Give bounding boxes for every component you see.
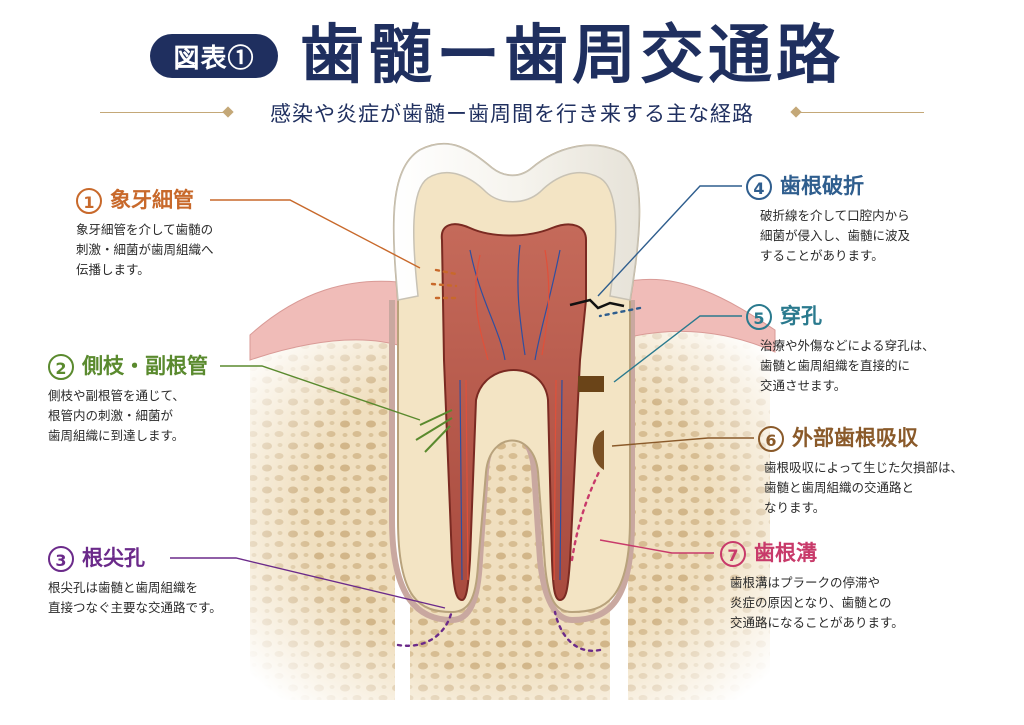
route-3-number: 3 xyxy=(48,546,74,572)
route-7-desc: 歯根溝はプラークの停滞や 炎症の原因となり、歯髄との 交通路になることがあります… xyxy=(730,575,904,630)
route-2-desc: 側枝や副根管を通じて、 根管内の刺激・細菌が 歯周組織に到達します。 xyxy=(48,388,185,443)
pulp-vessels-blue xyxy=(459,244,563,581)
route-1-title: 象牙細管 xyxy=(110,188,194,212)
pulp-vessels-red xyxy=(465,249,557,581)
apical-arrow-right xyxy=(553,610,602,652)
leader-route-4 xyxy=(597,185,742,297)
route-5-number: 5 xyxy=(746,304,772,330)
route-1-desc: 象牙細管を介して歯髄の 刺激・細菌が歯周組織へ 伝播します。 xyxy=(76,222,214,277)
route-6-number: 6 xyxy=(758,426,784,452)
fracture-arrow xyxy=(598,306,642,318)
route-5-desc: 治療や外傷などによる穿孔は、 歯髄と歯周組織を直接的に 交通させます。 xyxy=(760,338,935,393)
tubule-arrows xyxy=(430,268,458,300)
perforation xyxy=(578,376,604,392)
subtitle-rule-left xyxy=(100,112,224,113)
fracture-line xyxy=(569,298,625,310)
route-2-number: 2 xyxy=(48,354,74,380)
route-5-title: 穿孔 xyxy=(780,304,822,328)
resorption-defect xyxy=(592,430,604,470)
route-3-desc: 根尖孔は歯髄と歯周組織を 直接つなぐ主要な交通路です。 xyxy=(48,580,222,615)
route-3: 3 根尖孔 根尖孔は歯髄と歯周組織を 直接つなぐ主要な交通路です。 xyxy=(48,544,222,618)
route-7-number: 7 xyxy=(720,541,746,567)
route-6-desc: 歯根吸収によって生じた欠損部は、 歯髄と歯周組織の交通路と なります。 xyxy=(764,460,964,515)
route-1-number: 1 xyxy=(76,188,102,214)
enamel xyxy=(393,143,640,301)
route-6-title: 外部歯根吸収 xyxy=(792,426,918,450)
groove-arrow xyxy=(570,468,602,562)
route-2-title: 側枝・副根管 xyxy=(82,354,208,378)
page-subtitle: 感染や炎症が歯髄ー歯周間を行き来する主な経路 xyxy=(270,102,754,126)
subtitle-rule-right xyxy=(800,112,924,113)
leader-route-1 xyxy=(210,199,421,269)
lateral-canal xyxy=(415,409,453,453)
leader-route-3 xyxy=(170,557,446,609)
route-6: 6 外部歯根吸収 歯根吸収によって生じた欠損部は、 歯髄と歯周組織の交通路と なり… xyxy=(758,424,963,518)
leader-route-6 xyxy=(611,437,754,447)
route-7-title: 歯根溝 xyxy=(754,541,817,565)
leader-route-5 xyxy=(613,315,742,383)
route-3-title: 根尖孔 xyxy=(82,546,145,570)
route-4-title: 歯根破折 xyxy=(780,174,864,198)
figure-badge: 図表① xyxy=(150,34,278,78)
route-4-number: 4 xyxy=(746,174,772,200)
apical-arrow-left xyxy=(396,608,454,647)
route-1: 1 象牙細管 象牙細管を介して歯髄の 刺激・細菌が歯周組織へ 伝播します。 xyxy=(76,186,214,280)
page-title: 歯髄ー歯周交通路 xyxy=(300,18,844,93)
route-5: 5 穿孔 治療や外傷などによる穿孔は、 歯髄と歯周組織を直接的に 交通させます。 xyxy=(746,302,935,396)
route-4: 4 歯根破折 破折線を介して口腔内から 細菌が侵入し、歯髄に波及 することがありま… xyxy=(746,172,910,266)
route-4-desc: 破折線を介して口腔内から 細菌が侵入し、歯髄に波及 することがあります。 xyxy=(760,208,911,263)
route-2: 2 側枝・副根管 側枝や副根管を通じて、 根管内の刺激・細菌が 歯周組織に到達しま… xyxy=(48,352,208,446)
leader-route-2 xyxy=(220,365,421,421)
route-7: 7 歯根溝 歯根溝はプラークの停滞や 炎症の原因となり、歯髄との 交通路になること… xyxy=(720,539,904,633)
leader-route-7 xyxy=(599,539,714,554)
